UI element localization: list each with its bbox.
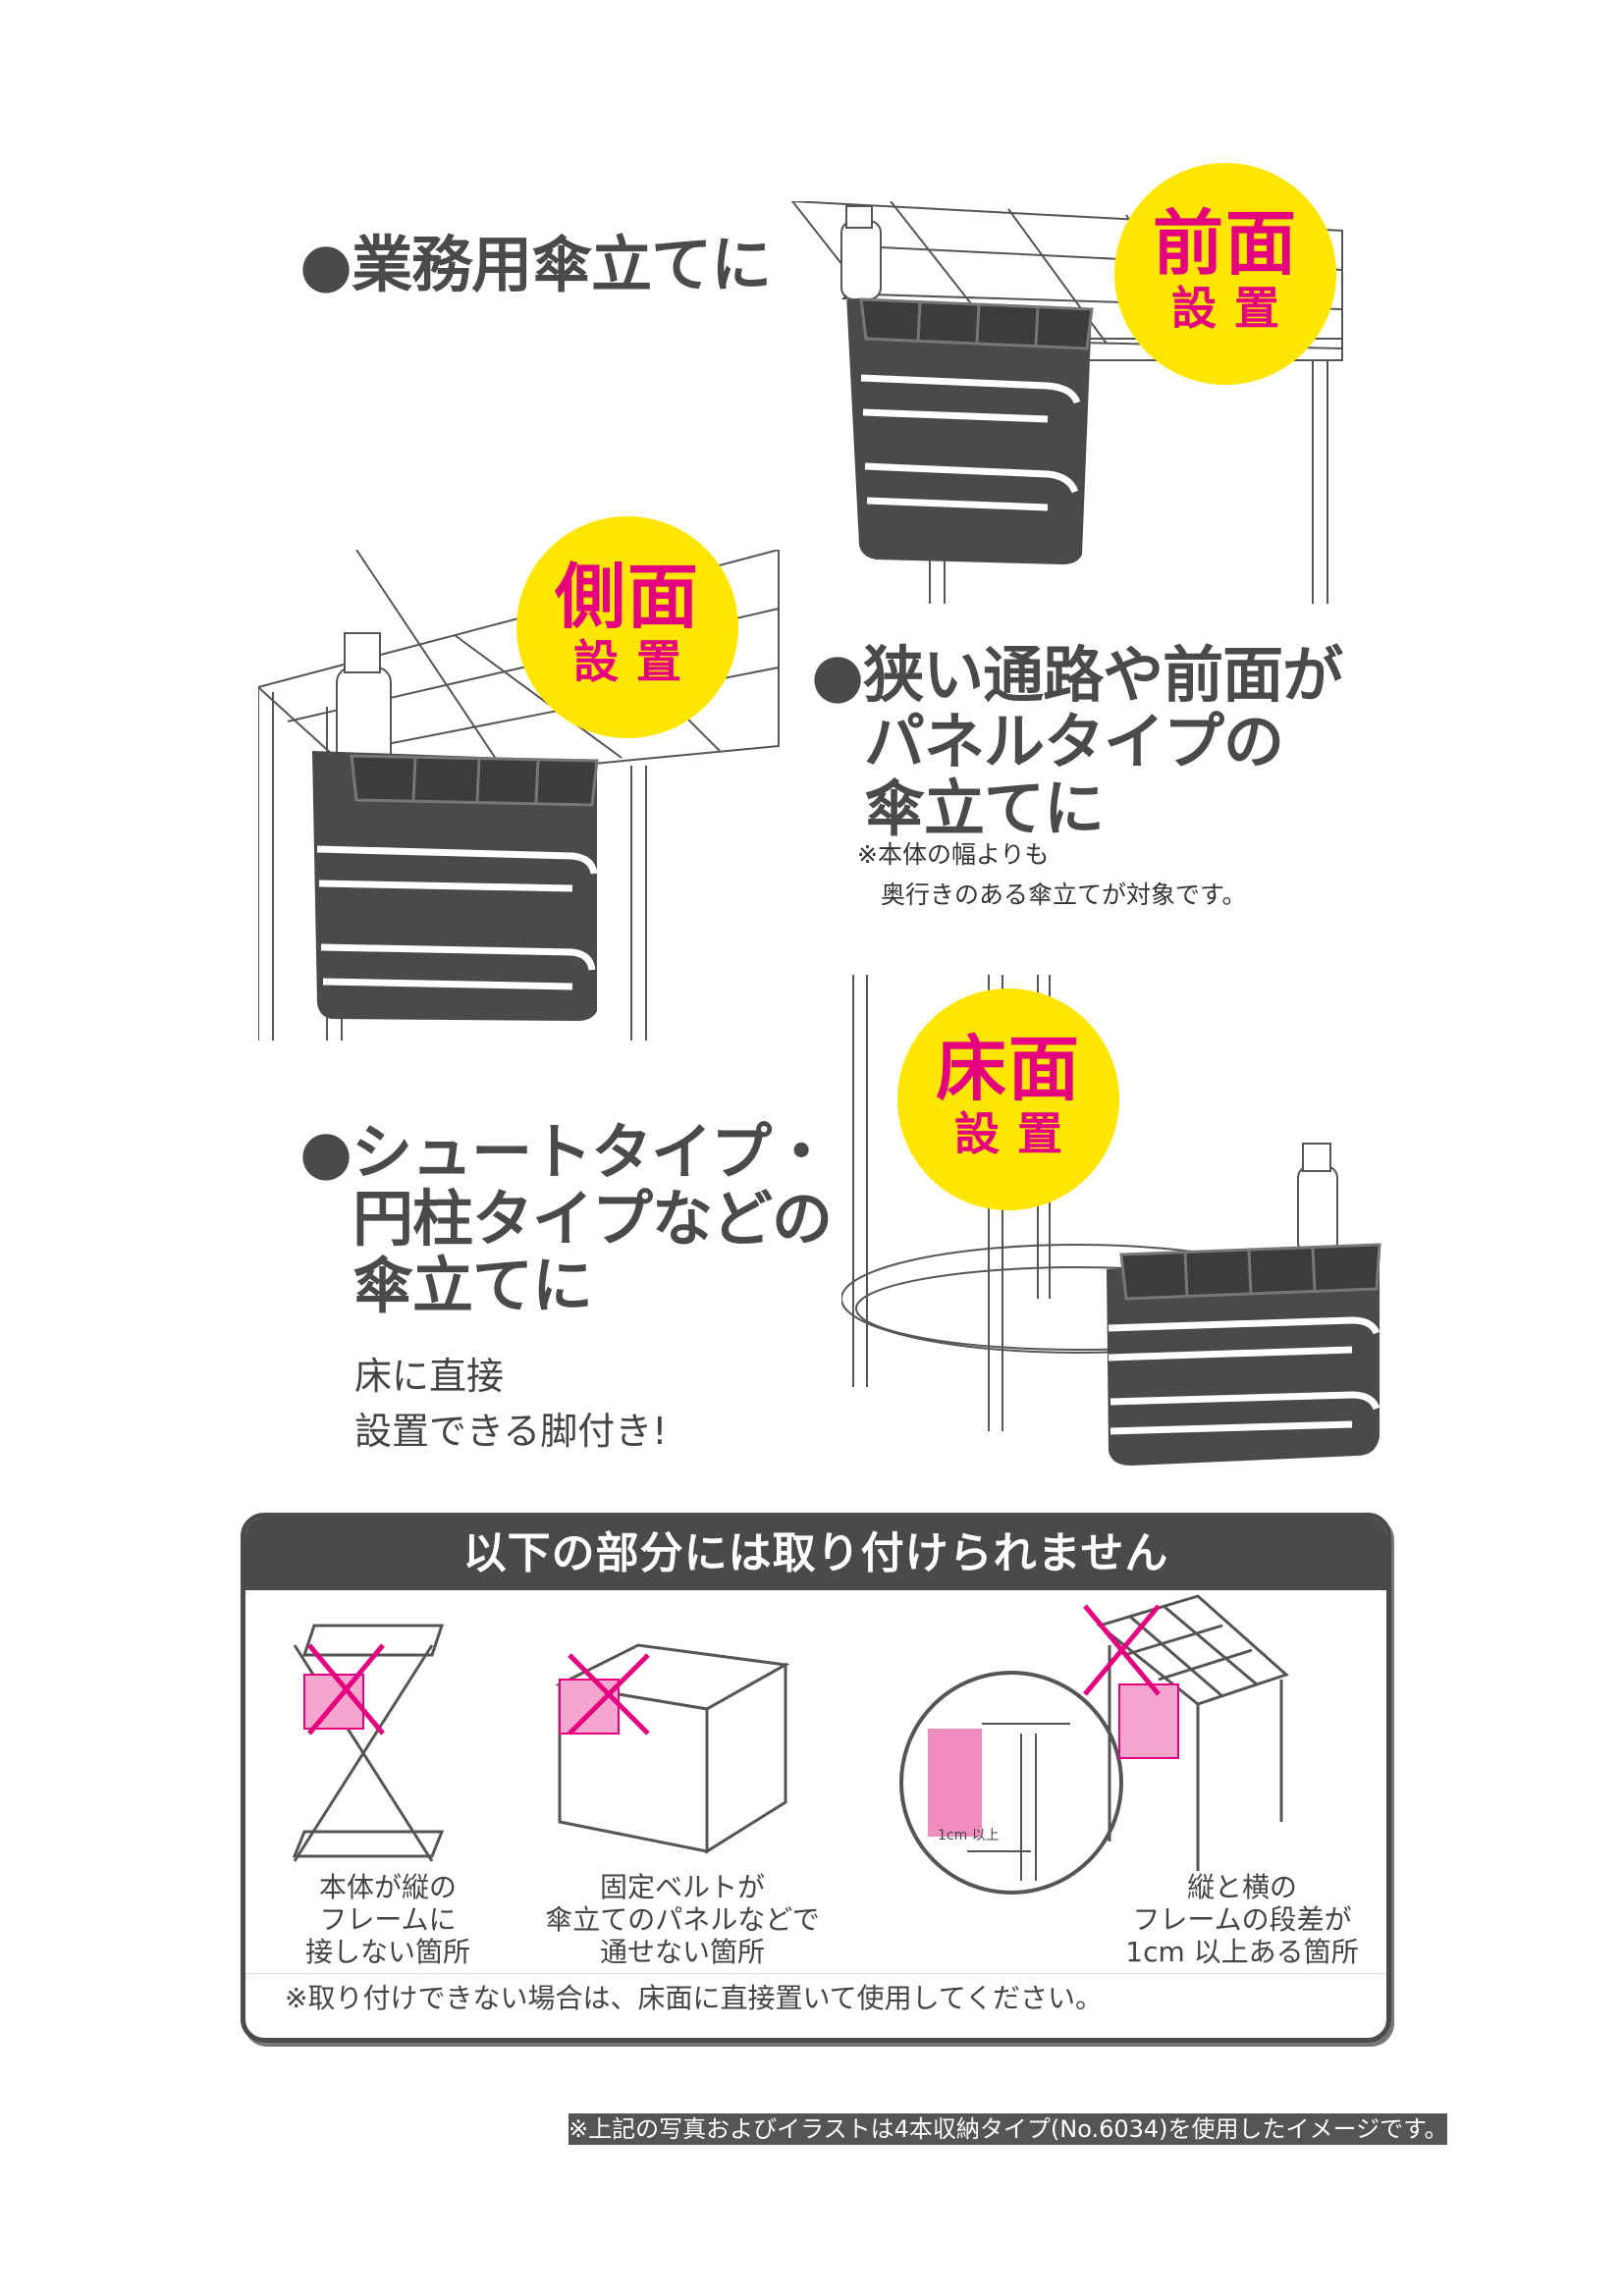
heading-chute-type: ●シュートタイプ・ 円柱タイプなどの 傘立てに [299,1116,833,1321]
badge-side-mount: 側面 設置 [516,516,738,738]
caption-line: 接しない箇所 [304,1936,470,1968]
heading-line: 傘立てに [864,773,1105,844]
footer-note: ※上記の写真およびイラストは4本収納タイプ(No.6034)を使用したイメージで… [568,2113,1448,2145]
heading-line: 円柱タイプなどの [352,1183,833,1255]
sub-line: 床に直接 [354,1355,505,1398]
heading-line: パネルタイプの [864,706,1284,777]
caption-frame-step: 縦と横の フレームの段差が 1cm 以上ある箇所 [1100,1871,1384,1968]
dimension-label: 1cm 以上 [938,1828,1000,1843]
floor-mount-illustration [841,975,1381,1466]
caption-line: フレームの段差が [1132,1903,1352,1936]
note-line: 奥行きのある傘立てが対象です。 [881,881,1247,909]
heading-business-stand: ●業務用傘立てに [299,229,772,300]
caption-line: 固定ベルトが [599,1871,765,1903]
case-frame-step-illustration: 1cm 以上 [899,1594,1289,1895]
caption-line: 傘立てのパネルなどで [545,1903,820,1936]
not-attachable-box: 以下の部分には取り付けられません 1cm 以上 [241,1513,1391,2043]
box-title: 以下の部分には取り付けられません [245,1518,1386,1590]
caption-line: 1cm 以上ある箇所 [1125,1936,1359,1968]
caption-no-vertical-frame: 本体が縦の フレームに 接しない箇所 [275,1871,501,1968]
case-no-vertical-frame-illustration [292,1624,445,1862]
badge-title: 前面 [1152,202,1298,285]
heading-narrow-passage: ●狭い通路や前面が パネルタイプの 傘立てに [811,639,1343,844]
heading-line: 傘立てに [352,1250,593,1321]
caption-line: 通せない箇所 [599,1936,765,1968]
caption-line: フレームに [319,1903,457,1936]
badge-subtitle: 設置 [1171,282,1297,335]
badge-subtitle: 設置 [954,1107,1080,1160]
front-mount-illustration [790,201,1343,604]
caption-belt-blocked: 固定ベルトが 傘立てのパネルなどで 通せない箇所 [540,1871,825,1968]
caption-line: 縦と横の [1186,1871,1297,1903]
side-mount-illustration [258,550,780,1041]
caption-line: 本体が縦の [318,1871,457,1903]
heading-line: ●狭い通路や前面が [811,639,1343,711]
badge-front-mount: 前面 設置 [1114,163,1336,385]
width-note: ※本体の幅よりも 奥行きのある傘立てが対象です。 [857,834,1247,915]
badge-subtitle: 設置 [573,635,699,688]
heading-line: ●シュートタイプ・ [299,1116,832,1188]
floor-feet-note: 床に直接 設置できる脚付き! [354,1349,667,1459]
case-belt-blocked-illustration [555,1643,790,1854]
badge-title: 側面 [554,556,700,638]
badge-title: 床面 [935,1028,1081,1110]
sub-line: 設置できる脚付き! [354,1410,668,1453]
badge-floor-mount: 床面 設置 [897,988,1119,1210]
box-note: ※取り付けできない場合は、床面に直接置いて使用してください。 [245,1973,1386,2023]
note-line: ※本体の幅よりも [857,840,1050,869]
